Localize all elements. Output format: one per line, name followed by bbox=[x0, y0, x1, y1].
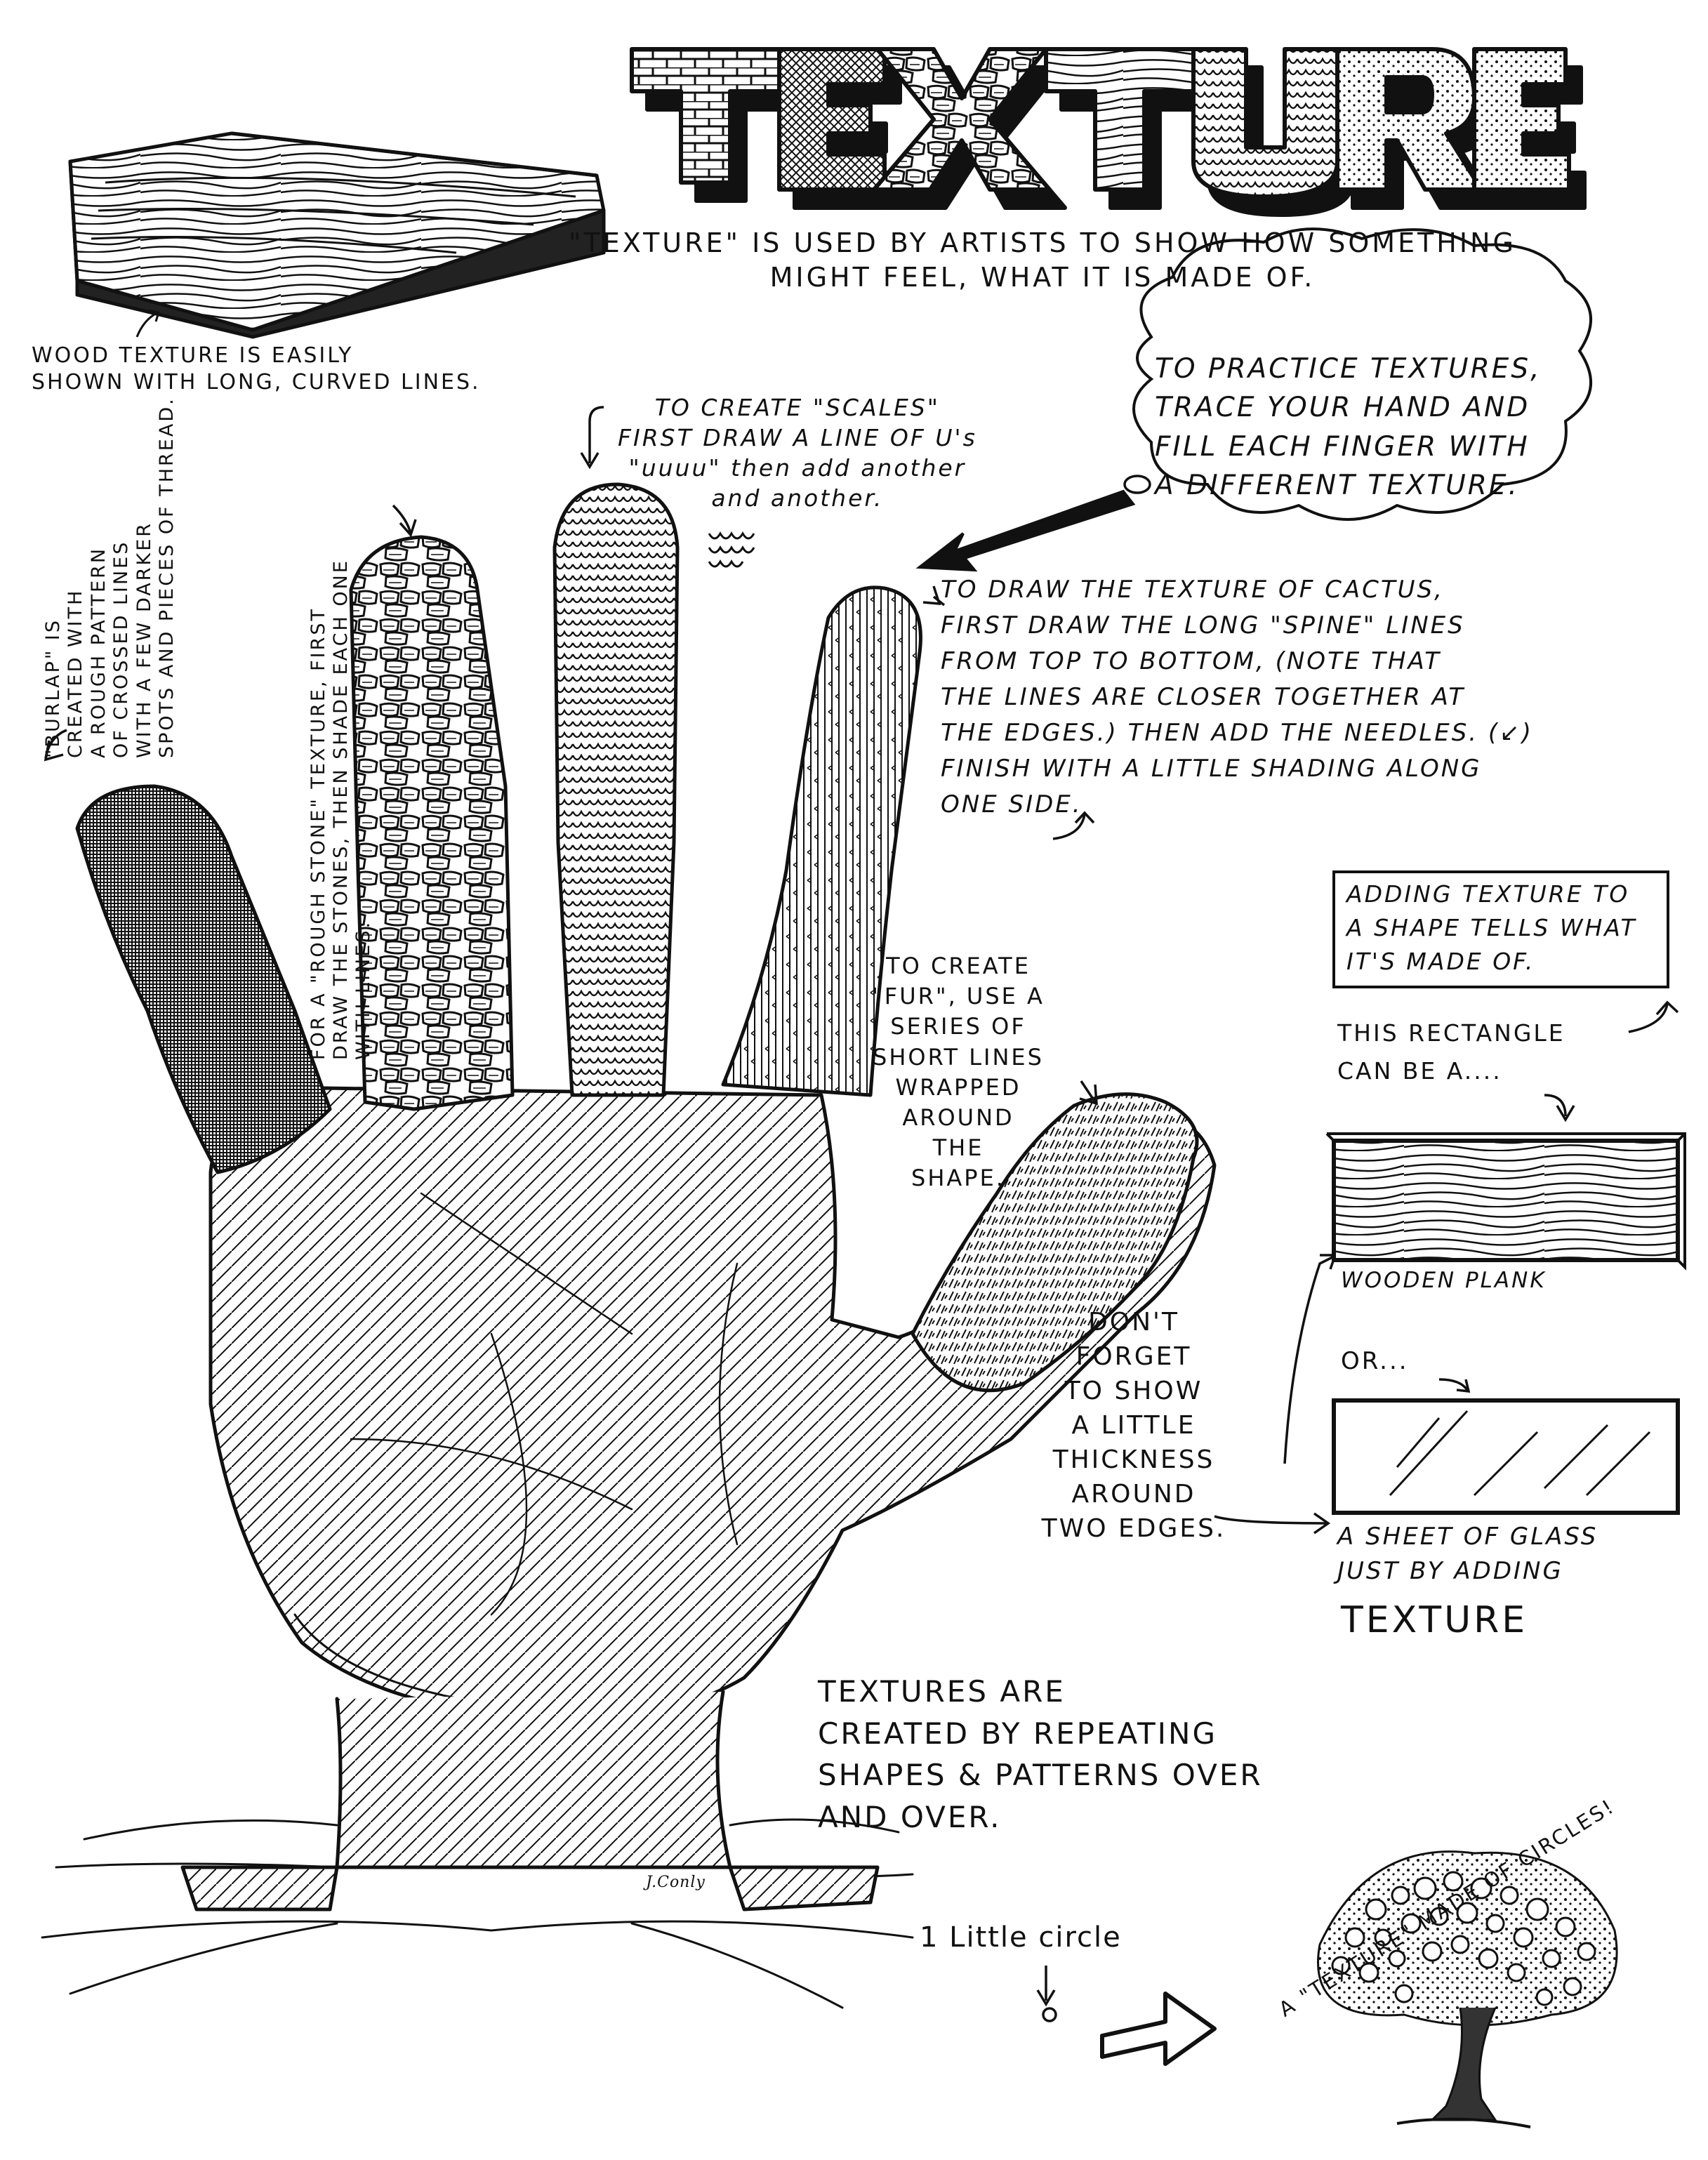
outline-arrow bbox=[1100, 1992, 1217, 2066]
wood-plank-illustration bbox=[68, 131, 606, 339]
little-circle-sample bbox=[1042, 2007, 1057, 2022]
tree-of-circles bbox=[1317, 1850, 1618, 2128]
wood-note: WOOD TEXTURE IS EASILY SHOWN WITH LONG, … bbox=[32, 343, 481, 395]
scales-sample bbox=[708, 531, 755, 568]
wood-note-arrow bbox=[135, 309, 160, 338]
repeating-note: TEXTURES ARE CREATED BY REPEATING SHAPES… bbox=[818, 1674, 1263, 1834]
practice-bubble-text: TO PRACTICE TEXTURES, TRACE YOUR HAND AN… bbox=[1155, 353, 1542, 502]
hand-illustration bbox=[41, 482, 1217, 2009]
little-circle-label: 1 Little circle bbox=[920, 1921, 1122, 1954]
rectangle-note: THIS RECTANGLE CAN BE A.... bbox=[1337, 1019, 1565, 1085]
intro-text: "TEXTURE" IS USED BY ARTISTS TO SHOW HOW… bbox=[569, 227, 1516, 293]
practice-bubble bbox=[1132, 227, 1592, 521]
title-letters bbox=[630, 47, 1587, 217]
burlap-note: "BURLAP" IS CREATED WITH A ROUGH PATTERN… bbox=[42, 397, 178, 758]
big-arrow bbox=[915, 489, 1136, 572]
fur-note: TO CREATE "FUR", USE A SERIES OF SHORT L… bbox=[872, 953, 1045, 1192]
wooden-plank-label: WOODEN PLANK bbox=[1341, 1268, 1547, 1293]
stone-note: FOR A "ROUGH STONE" TEXTURE, FIRST DRAW … bbox=[307, 559, 374, 1060]
cactus-note: TO DRAW THE TEXTURE OF CACTUS, FIRST DRA… bbox=[941, 576, 1533, 819]
scales-note: TO CREATE "SCALES" FIRST DRAW A LINE OF … bbox=[618, 394, 977, 512]
adding-texture-text: ADDING TEXTURE TO A SHAPE TELLS WHAT IT'… bbox=[1346, 880, 1637, 975]
adding-texture-box bbox=[1332, 870, 1669, 988]
or-label: OR... bbox=[1341, 1347, 1409, 1375]
glass-label: A SHEET OF GLASS JUST BY ADDING bbox=[1337, 1523, 1598, 1586]
wooden-plank-box bbox=[1332, 1139, 1680, 1262]
texture-word: TEXTURE bbox=[1341, 1599, 1528, 1641]
signature: J.Conly bbox=[646, 1874, 706, 1891]
thickness-note: DON'T FORGET TO SHOW A LITTLE THICKNESS … bbox=[1041, 1308, 1226, 1543]
